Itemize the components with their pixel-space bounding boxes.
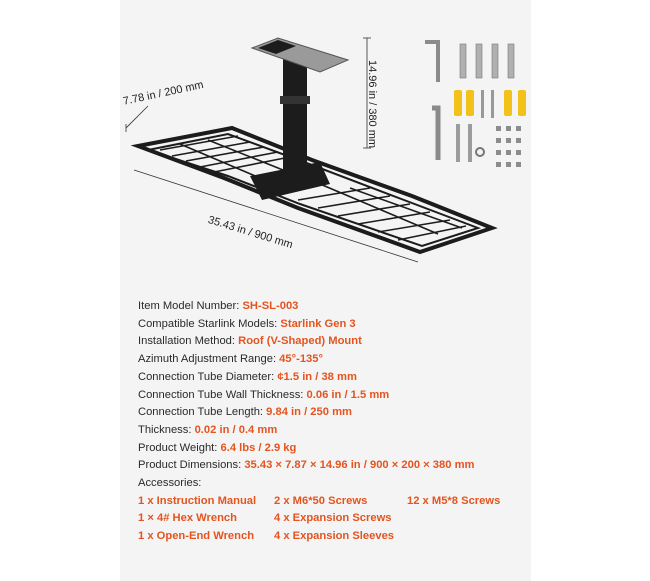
accessory-item: 1 × 4# Hex Wrench [138, 512, 237, 525]
hex-wrench-icon [425, 40, 440, 82]
spec-row-thickness: Thickness: 0.02 in / 0.4 mm [138, 423, 278, 436]
expansion-screws-icon [459, 43, 515, 79]
spec-row-weight: Product Weight: 6.4 lbs / 2.9 kg [138, 441, 297, 454]
product-info-panel [120, 0, 531, 581]
open-end-wrench-icon [432, 105, 441, 160]
spec-row-installation: Installation Method: Roof (V-Shaped) Mou… [138, 335, 362, 348]
spec-row-compatible: Compatible Starlink Models: Starlink Gen… [138, 317, 356, 330]
m5-screws-icon [496, 126, 521, 167]
accessory-item: 2 x M6*50 Screws [274, 494, 368, 507]
spec-row-wall-thickness: Connection Tube Wall Thickness: 0.06 in … [138, 388, 390, 401]
spec-row-azimuth: Azimuth Adjustment Range: 45°-135° [138, 353, 323, 366]
mount-rack [130, 125, 498, 255]
accessories-label: Accessories: [138, 477, 202, 490]
accessory-item [407, 528, 518, 546]
accessory-item: 4 x Expansion Screws [274, 512, 392, 525]
m6-screws-icon [456, 124, 472, 162]
accessory-item [407, 510, 518, 528]
spec-list: Item Model Number: SH-SL-003 Compatible … [138, 298, 518, 546]
mount-pole [283, 58, 307, 178]
accessories-list: 1 x Instruction Manual 2 x M6*50 Screws … [138, 493, 518, 546]
center-bracket [250, 162, 330, 200]
accessory-item: 1 x Instruction Manual [138, 494, 257, 507]
accessory-item: 12 x M5*8 Screws [407, 494, 501, 507]
product-illustration [125, 37, 526, 263]
expansion-sleeves-icon [454, 90, 526, 116]
spec-row-tube-diameter: Connection Tube Diameter: ¢1.5 in / 38 m… [138, 370, 357, 383]
height-dimension-label: 14.96 in / 380 mm [366, 60, 378, 149]
accessory-item: 1 x Open-End Wrench [138, 530, 255, 543]
spec-row-model: Item Model Number: SH-SL-003 [138, 300, 299, 312]
spec-row-tube-length: Connection Tube Length: 9.84 in / 250 mm [138, 406, 352, 419]
accessory-item: 4 x Expansion Sleeves [274, 530, 395, 543]
spec-row-dimensions: Product Dimensions: 35.43 × 7.87 × 14.96… [138, 459, 475, 472]
